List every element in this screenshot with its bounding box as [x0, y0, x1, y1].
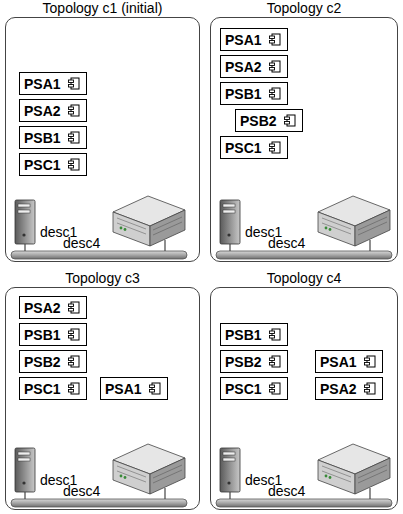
process-box: PSB2	[220, 350, 288, 373]
process-label: PSA2	[320, 381, 357, 397]
process-box: PSC1	[220, 377, 288, 400]
device-label: desc4	[268, 236, 305, 251]
component-icon	[68, 355, 80, 368]
device-label: desc4	[268, 484, 305, 499]
process-box: PSA1	[315, 350, 383, 373]
process-label: PSB1	[225, 86, 262, 102]
process-box: PSC1	[19, 153, 87, 176]
component-icon	[68, 328, 80, 341]
process-box: PSB2	[19, 350, 87, 373]
process-box: PSB1	[220, 82, 288, 105]
component-icon	[68, 104, 80, 117]
process-box: PSC1	[19, 377, 87, 400]
process-label: PSB1	[225, 327, 262, 343]
process-label: PSA2	[24, 300, 61, 316]
process-label: PSC1	[24, 157, 61, 173]
topology-panel: Topology c2 PSA1PSA2PSB1PSB2PSC1	[210, 0, 398, 262]
process-box: PSB1	[19, 126, 87, 149]
process-label: PSA1	[24, 76, 61, 92]
process-label: PSA1	[320, 354, 357, 370]
process-box: PSA1	[100, 377, 168, 400]
process-label: PSA2	[24, 103, 61, 119]
process-box: PSA2	[19, 296, 87, 319]
process-box: PSC1	[220, 136, 288, 159]
process-box: PSB1	[19, 323, 87, 346]
component-icon	[68, 301, 80, 314]
process-label: PSA2	[225, 59, 262, 75]
component-icon	[269, 60, 281, 73]
device-label: desc4	[63, 236, 100, 251]
process-label: PSA1	[105, 381, 142, 397]
component-icon	[269, 355, 281, 368]
component-icon	[364, 382, 376, 395]
component-icon	[269, 87, 281, 100]
process-label: PSA1	[225, 32, 262, 48]
process-box: PSA1	[19, 72, 87, 95]
component-icon	[269, 382, 281, 395]
process-label: PSC1	[225, 381, 262, 397]
component-icon	[364, 355, 376, 368]
process-label: PSB1	[24, 327, 61, 343]
topology-panel: Topology c4 PSB1PSB2PSC1 PSA1PSA2	[210, 270, 398, 510]
panel-title: Topology c2	[210, 0, 398, 16]
process-label: PSB2	[24, 354, 61, 370]
panel-title: Topology c1 (initial)	[5, 0, 200, 16]
device-label: desc4	[63, 484, 100, 499]
process-box: PSA2	[315, 377, 383, 400]
component-icon	[68, 77, 80, 90]
process-box: PSB2	[235, 109, 303, 132]
component-icon	[269, 141, 281, 154]
topology-panel: Topology c3 PSA2PSB1PSB2PSC1 PSA1	[5, 270, 200, 510]
component-icon	[149, 382, 161, 395]
process-label: PSB2	[225, 354, 262, 370]
process-label: PSC1	[24, 381, 61, 397]
panel-title: Topology c4	[210, 270, 398, 286]
component-icon	[68, 382, 80, 395]
component-icon	[269, 33, 281, 46]
component-icon	[269, 328, 281, 341]
process-label: PSB2	[240, 113, 277, 129]
process-label: PSC1	[225, 140, 262, 156]
component-icon	[68, 131, 80, 144]
topology-panel: Topology c1 (initial) PSA1PSA2PSB1PSC1	[5, 0, 200, 262]
process-box: PSA2	[19, 99, 87, 122]
component-icon	[68, 158, 80, 171]
process-box: PSA1	[220, 28, 288, 51]
process-label: PSB1	[24, 130, 61, 146]
component-icon	[284, 114, 296, 127]
process-box: PSB1	[220, 323, 288, 346]
panel-title: Topology c3	[5, 270, 200, 286]
process-box: PSA2	[220, 55, 288, 78]
